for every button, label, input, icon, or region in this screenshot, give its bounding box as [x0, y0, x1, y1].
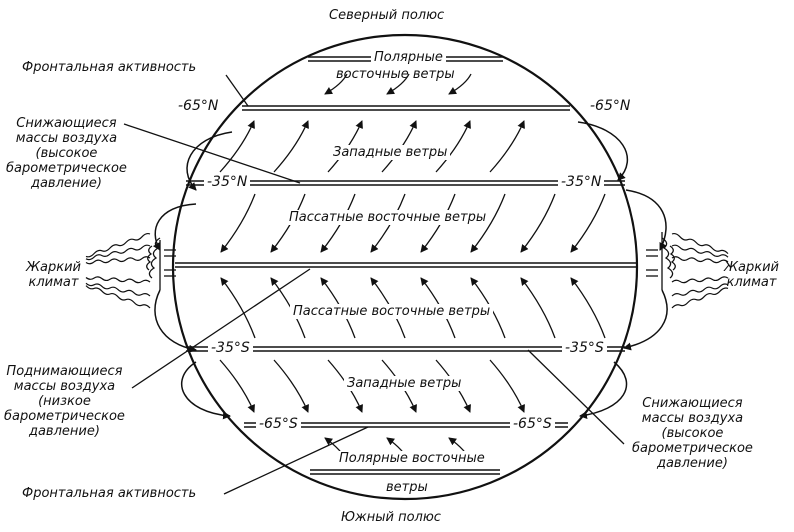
band-trades-north: Пассатные восточные ветры	[286, 210, 490, 225]
wind-arrow	[470, 193, 506, 253]
leader-rising-left	[131, 268, 311, 389]
band-westerlies-north: Западные ветры	[330, 145, 451, 160]
heat-wave	[671, 283, 729, 297]
band-polar-easterlies-north-line1: Полярные	[371, 50, 446, 65]
lat-35n-right: -35°N	[558, 175, 605, 190]
latitude-lines	[175, 56, 636, 475]
lat-35s-left: -35°S	[208, 341, 253, 356]
heat-wave	[671, 287, 729, 309]
wind-arrow	[273, 359, 309, 413]
heat-wave	[85, 244, 151, 261]
lat-35s-right: -35°S	[562, 341, 607, 356]
wind-arrow	[435, 120, 471, 173]
leader-frontal-bottom	[223, 426, 369, 495]
rising-air-symbol-left	[146, 237, 176, 290]
band-polar-easterlies-south-line2: ветры	[386, 480, 428, 495]
wind-arrow	[570, 277, 606, 339]
wind-arrow	[489, 120, 525, 173]
lat-65n-left: -65°N	[178, 98, 219, 114]
wind-arrow	[448, 73, 472, 95]
heat-wave	[671, 276, 729, 284]
heat-wave	[85, 256, 151, 265]
lat-65s-left: -65°S	[256, 417, 301, 432]
heat-wave	[85, 282, 151, 297]
wind-arrow	[220, 193, 256, 253]
wind-arrow	[520, 193, 556, 253]
wind-arrow	[219, 359, 255, 413]
globe-outline	[171, 33, 639, 501]
wind-arrow	[324, 73, 348, 95]
wind-arrow	[386, 73, 410, 95]
hot-climate-right-label: Жаркий климат	[724, 260, 779, 290]
leader-lines	[123, 74, 625, 495]
band-polar-easterlies-south-line1: Полярные восточные	[336, 451, 488, 466]
rising-air-left-label: Поднимающиеся массы воздуха (низкое баро…	[4, 364, 125, 439]
lat-35n-left: -35°N	[204, 175, 251, 190]
leader-descending-right	[527, 349, 625, 445]
wind-arrow	[219, 120, 255, 173]
wind-arrow	[489, 359, 525, 413]
wind-arrow	[520, 277, 556, 339]
band-westerlies-south: Западные ветры	[344, 376, 465, 391]
band-polar-easterlies-north-line2: восточные ветры	[336, 67, 455, 82]
rising-air-symbol-right	[646, 232, 676, 290]
descending-air-right-label: Снижающиеся массы воздуха (высокое баром…	[632, 396, 753, 471]
descending-air-left-label: Снижающиеся массы воздуха (высокое баром…	[6, 116, 127, 191]
south-pole-label: Южный полюс	[341, 510, 441, 525]
heat-waves	[85, 232, 729, 309]
wind-arrows	[219, 73, 606, 463]
heat-wave	[671, 232, 729, 255]
leader-frontal-top	[225, 74, 249, 107]
wind-arrow	[220, 277, 256, 339]
frontal-activity-top-label: Фронтальная активность	[22, 60, 197, 75]
band-trades-south: Пассатные восточные ветры	[290, 304, 494, 319]
heat-wave	[85, 232, 151, 258]
hot-climate-left-label: Жаркий климат	[26, 260, 81, 290]
lat-65s-right: -65°S	[510, 417, 555, 432]
heat-wave	[85, 276, 151, 284]
heat-wave	[671, 244, 729, 258]
circulation-loops	[152, 121, 668, 420]
wind-arrow	[273, 120, 309, 173]
leader-descending-left	[123, 123, 301, 184]
north-pole-label: Северный полюс	[329, 8, 445, 23]
frontal-activity-bottom-label: Фронтальная активность	[22, 486, 197, 501]
heat-wave	[85, 285, 151, 309]
wind-arrow	[570, 193, 606, 253]
heat-wave	[671, 256, 729, 264]
lat-65n-right: -65°N	[590, 98, 631, 114]
